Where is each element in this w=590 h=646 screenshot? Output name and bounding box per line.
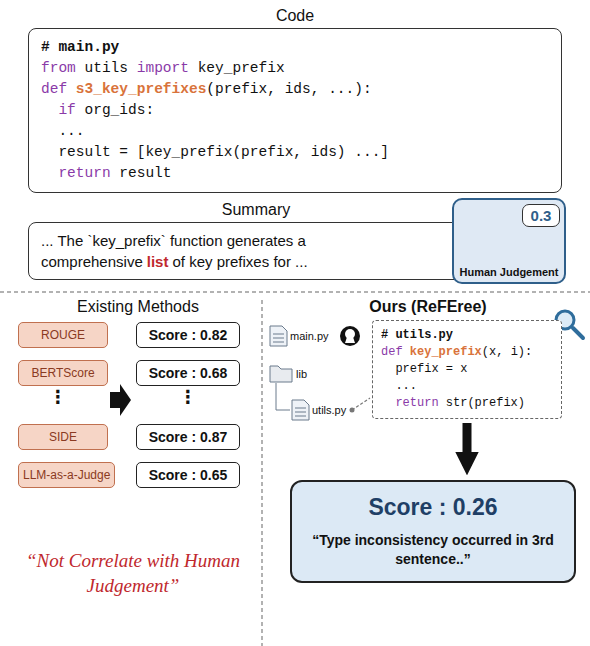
text-block: ... The `key_prefix` function generates … [41, 230, 451, 272]
file-name: utils.py [312, 404, 346, 416]
section-heading: Code [29, 6, 561, 26]
code-box: Code# main.pyfrom utils import key_prefi… [28, 28, 562, 193]
code-line: prefix = x [381, 361, 553, 378]
highlight-word: list [147, 253, 169, 270]
node-text: Human Judgement [454, 266, 564, 278]
node-text: Score : 0.68 [141, 365, 235, 381]
leader-line [352, 398, 370, 410]
block-arrow [110, 384, 131, 416]
summary-text: of key prefixes for ... [173, 253, 308, 270]
code-popup: # utils.pydef key_prefix(x, i):prefix = … [372, 320, 562, 419]
code-line: def s3_key_prefixes(prefix, ids, ...): [41, 79, 549, 100]
code-line: ... [41, 121, 549, 142]
node-text: 0.3 [523, 207, 559, 224]
node-text: Score : 0.87 [141, 429, 235, 445]
divider-line [0, 291, 590, 293]
code-line: return str(prefix) [381, 395, 553, 412]
code-line: if org_ids: [41, 100, 549, 121]
result-box: Score : 0.26 “Type inconsistency occurred… [290, 480, 576, 583]
code-line: ... [381, 378, 553, 395]
column-heading: Ours (ReFEree) [268, 298, 588, 316]
flow-arrow [463, 423, 472, 466]
judge-box: Human Judgement 0.3 [452, 198, 566, 284]
section-heading: Summary [29, 200, 483, 220]
score-text: Score : 0.26 [302, 494, 564, 521]
score-box: Score : 0.65 [136, 462, 240, 488]
file-name: main.py [290, 330, 329, 342]
feedback-text: “Type inconsistency occurred in 3rd sent… [302, 531, 564, 569]
divider-line [261, 300, 263, 646]
score-box: Score : 0.87 [136, 424, 240, 450]
node-text: ROUGE [23, 328, 103, 342]
node-text: BERTScore [23, 366, 103, 380]
node-text: Score : 0.82 [141, 327, 235, 343]
node-text: LLM-as-a-Judge [23, 468, 110, 482]
code-line: result = [key_prefix(prefix, ids) ...] [41, 142, 549, 163]
column-heading: Existing Methods [20, 298, 256, 316]
code-line: # utils.py [381, 327, 553, 344]
metric-box: ROUGE [18, 322, 108, 348]
folder-name: lib [296, 368, 307, 380]
code-line: from utils import key_prefix [41, 58, 549, 79]
code-line: def key_prefix(x, i): [381, 344, 553, 361]
ellipsis-mark: ⋮ [20, 386, 96, 408]
node-text: Score : 0.65 [141, 467, 235, 483]
node-text: SIDE [23, 430, 103, 444]
metric-box: BERTScore [18, 360, 108, 386]
code-line: return result [41, 163, 549, 184]
conclusion-note: “Not Correlate with Human Judgement” [10, 548, 256, 598]
code-line: # main.py [41, 37, 549, 58]
metric-box: SIDE [18, 424, 108, 450]
file-tree [270, 326, 360, 420]
summary-box: ... The `key_prefix` function generates … [28, 222, 464, 280]
score-bubble: 0.3 [522, 204, 560, 227]
metric-box: LLM-as-a-Judge [18, 462, 115, 488]
score-box: Score : 0.68 [136, 360, 240, 386]
score-box: Score : 0.82 [136, 322, 240, 348]
ellipsis-mark: ⋮ [136, 386, 240, 408]
